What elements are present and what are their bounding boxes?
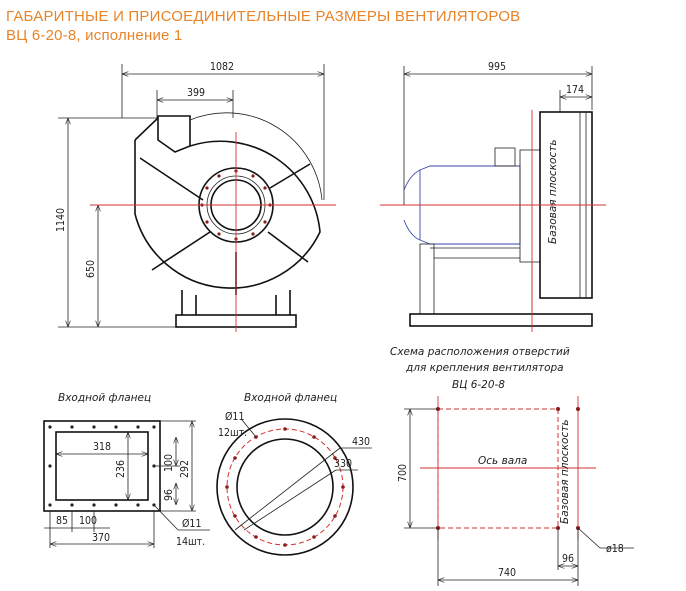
dim-front-width: 1082	[210, 61, 234, 73]
inlet-round-hole-count: 12шт.	[218, 427, 247, 439]
dim-mount-width: 740	[498, 567, 516, 579]
dim-mount-offset: 96	[562, 553, 574, 565]
dim-inlet-b1: 85	[56, 515, 68, 527]
inlet-rect-caption: Входной фланец	[58, 392, 151, 404]
title-line-1: ГАБАРИТНЫЕ И ПРИСОЕДИНИТЕЛЬНЫЕ РАЗМЕРЫ В…	[6, 8, 521, 25]
dim-side-width: 995	[488, 61, 506, 73]
dim-inlet-h2: 292	[179, 460, 191, 478]
inlet-round-caption: Входной фланец	[244, 392, 337, 404]
dim-inlet-b2: 100	[79, 515, 97, 527]
dim-inlet-b-total: 370	[92, 532, 110, 544]
dim-side-flange: 174	[566, 84, 584, 96]
dim-round-bolt: 330	[334, 458, 352, 470]
dim-inlet-h1: 100	[163, 454, 175, 472]
mount-caption-1: Схема расположения отверстий	[390, 346, 570, 358]
front-view: 1082 399 1140 650	[55, 61, 336, 332]
title-line-2: ВЦ 6-20-8, исполнение 1	[6, 27, 183, 44]
dim-inlet-h3: 96	[163, 489, 175, 501]
dim-mount-height: 700	[397, 464, 409, 482]
side-view: 995 174 Базовая плоскость	[380, 61, 606, 332]
inlet-rect-flange: Входной фланец 318 236 292 100 96 85 100	[43, 392, 210, 548]
mount-base-plane-label: Базовая плоскость	[559, 419, 571, 524]
dim-inlet-inner-height: 236	[115, 460, 127, 478]
dim-round-outer: 430	[352, 436, 370, 448]
dim-inlet-inner-width: 318	[93, 441, 111, 453]
dim-front-height: 1140	[55, 208, 67, 232]
inlet-rect-hole-count: 14шт.	[176, 536, 205, 548]
mount-scheme: Схема расположения отверстий для креплен…	[390, 346, 634, 586]
inlet-rect-hole: Ø11	[182, 518, 201, 530]
mount-caption-2: для крепления вентилятора	[405, 362, 564, 374]
mount-hole: ø18	[606, 543, 624, 555]
dim-axis-height: 650	[85, 260, 97, 278]
side-base-plane-label: Базовая плоскость	[547, 139, 559, 244]
mount-caption-3: ВЦ 6-20-8	[452, 379, 505, 391]
inlet-round-hole: Ø11	[225, 411, 244, 423]
dim-outlet: 399	[187, 87, 205, 99]
mount-axis-label: Ось вала	[478, 455, 527, 467]
inlet-round-flange: Входной фланец 430 330 Ø11 12шт.	[216, 392, 372, 556]
